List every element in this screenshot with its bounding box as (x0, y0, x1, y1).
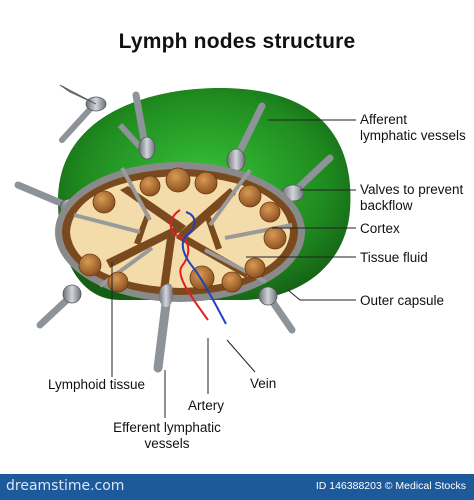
label-artery: Artery (188, 398, 225, 413)
label-afferent: Afferent lymphatic vessels (360, 112, 466, 143)
label-valves: Valves to prevent backflow (360, 182, 464, 213)
vein-vessel (181, 211, 227, 325)
leader-lines (111, 119, 356, 418)
footer-id: ID 146388203 (315, 480, 382, 492)
label-lymphoid-tissue: Lymphoid tissue (48, 377, 146, 392)
page-title: Lymph nodes structure (118, 30, 356, 53)
label-outer-capsule: Outer capsule (360, 293, 445, 308)
label-tissue-fluid: Tissue fluid (360, 250, 428, 265)
footer-meta: ID 146388203 © Medical Stocks (316, 480, 466, 492)
lymphoid-follicles (78, 167, 287, 293)
lymph-node-diagram (14, 84, 356, 418)
label-cortex: Cortex (360, 221, 400, 236)
footer-logo: dreamstime.com (6, 478, 125, 494)
footer-credit: © Medical Stocks (384, 480, 466, 492)
label-vein: Vein (250, 376, 277, 391)
footer-bar: dreamstime.com ID 146388203 © Medical St… (0, 474, 474, 500)
artery-vessel (169, 209, 209, 321)
label-efferent: Efferent lymphatic vessels (113, 420, 221, 451)
